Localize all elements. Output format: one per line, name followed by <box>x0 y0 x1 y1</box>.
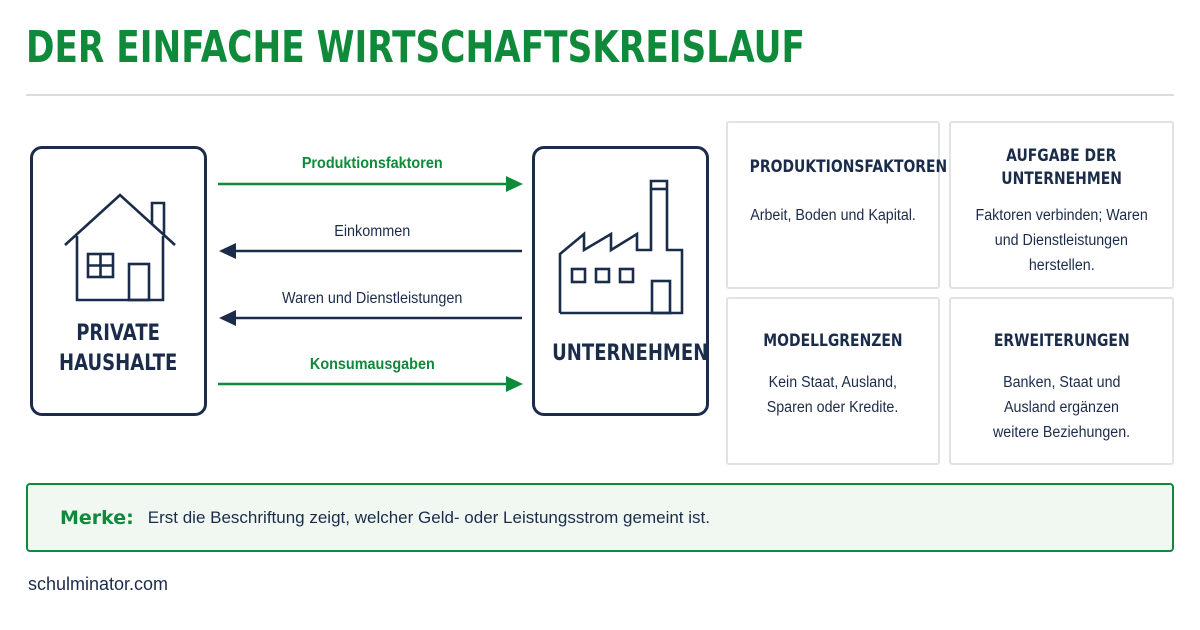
house-icon <box>64 193 176 302</box>
firms-label: UNTERNEHMEN <box>535 339 709 369</box>
flow-arrow-waren <box>219 310 522 326</box>
households-label: PRIVATE HAUSHALTE <box>33 319 204 379</box>
card-title: PRODUKTIONSFAKTOREN <box>749 157 948 177</box>
firms-box: UNTERNEHMEN <box>532 146 709 416</box>
firms-label-text: UNTERNEHMEN <box>552 341 709 366</box>
flow-label-waren: Waren und Dienstleistungen <box>282 290 463 307</box>
title-divider <box>26 94 1174 96</box>
flow-arrow-einkommen <box>219 243 522 259</box>
households-label-line-1: PRIVATE <box>76 321 161 346</box>
card-text: Kein Staat, Ausland,Sparen oder Kredite. <box>767 374 899 416</box>
flow-label-einkommen: Einkommen <box>334 223 411 240</box>
card-title: ERWEITERUNGEN <box>993 331 1130 351</box>
flow-arrow-produktionsfaktoren <box>218 176 523 192</box>
page-title: DER EINFACHE WIRTSCHAFTSKREISLAUF <box>26 22 805 73</box>
footer-source: schulminator.com <box>28 574 169 594</box>
flow-label-produktionsfaktoren: Produktionsfaktoren <box>302 155 443 172</box>
flow-arrow-konsumausgaben <box>218 376 523 392</box>
households-box: PRIVATE HAUSHALTE <box>30 146 207 416</box>
flow-label-konsumausgaben: Konsumausgaben <box>310 356 435 373</box>
note-label: Merke: <box>60 506 134 529</box>
card-modellgrenzen: MODELLGRENZEN Kein Staat, Ausland,Sparen… <box>726 297 940 465</box>
card-text: Arbeit, Boden und Kapital. <box>750 207 916 224</box>
card-title: MODELLGRENZEN <box>763 331 903 351</box>
card-produktionsfaktoren: PRODUKTIONSFAKTOREN Arbeit, Boden und Ka… <box>726 121 948 289</box>
note-text: Erst die Beschriftung zeigt, welcher Gel… <box>147 507 710 527</box>
note-box: Merke: Erst die Beschriftung zeigt, welc… <box>26 483 1174 552</box>
households-label-line-2: HAUSHALTE <box>59 351 178 376</box>
factory-icon <box>558 179 684 315</box>
